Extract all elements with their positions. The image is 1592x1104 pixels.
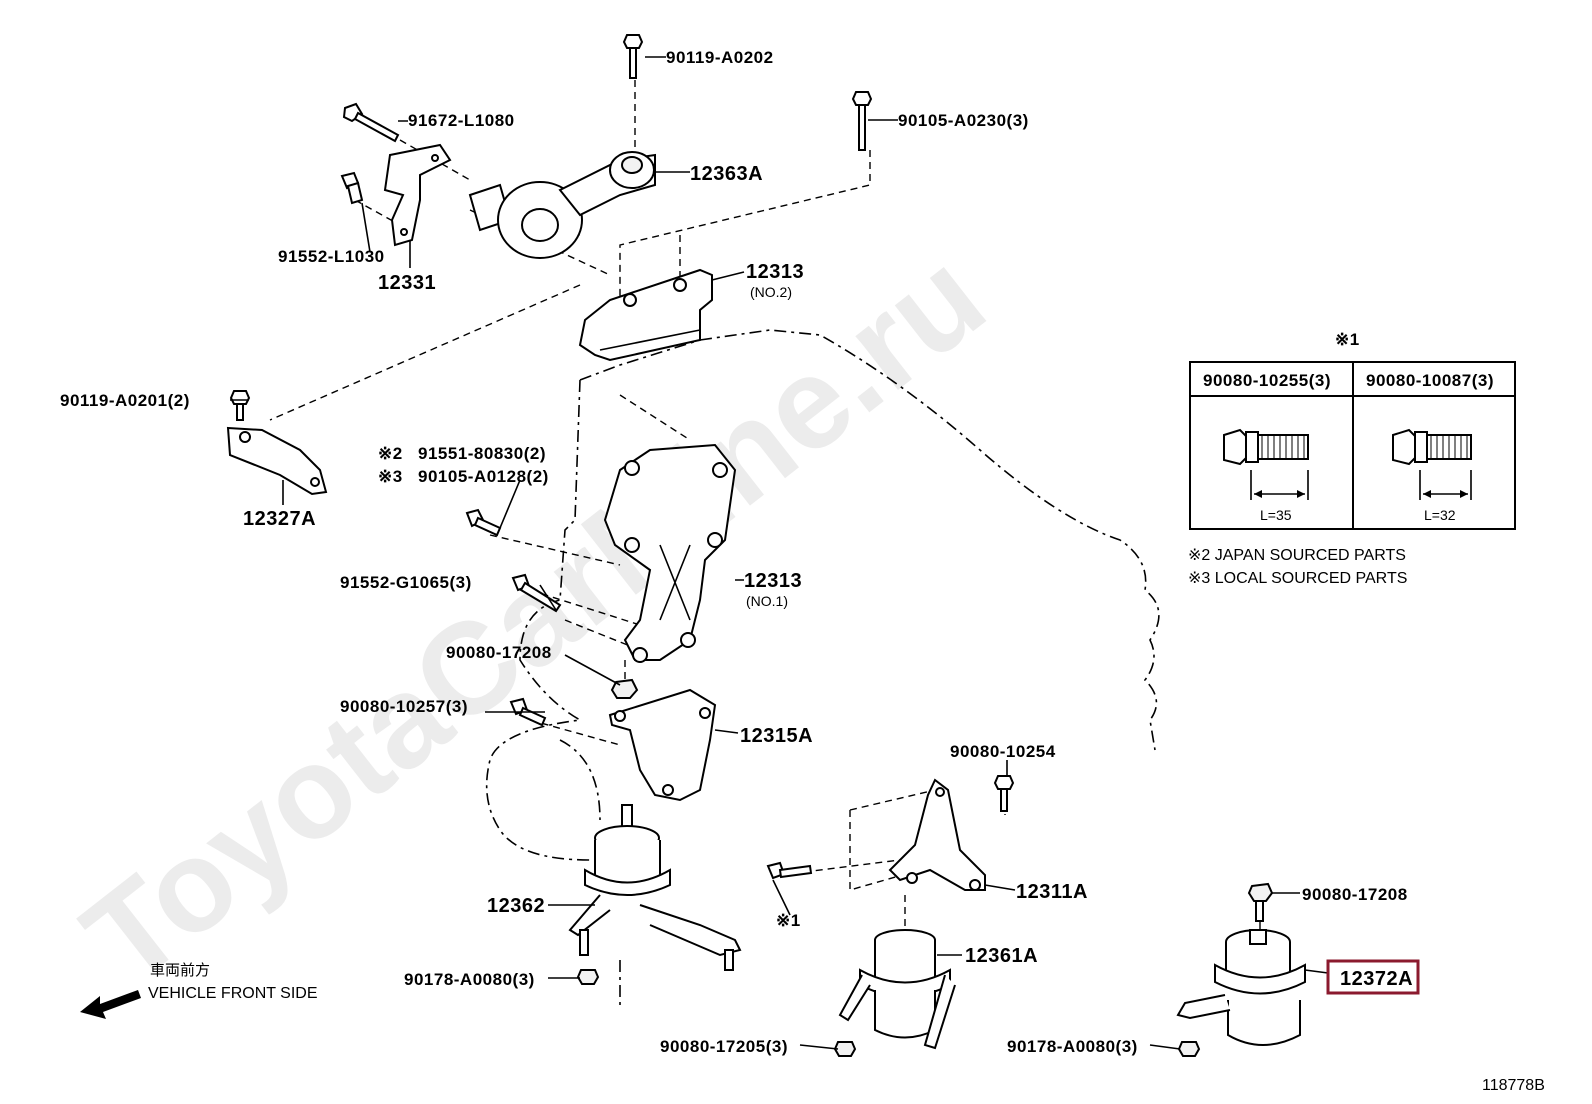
bolt-90119-A0201 [229,390,251,421]
label-12361A: 12361A [965,945,1038,967]
mark-1: ※1 [776,911,801,930]
watermark-text: ToyotaCarMine.ru [57,223,1010,1012]
figure-id: 118778B [1482,1077,1545,1094]
assembly-lines-lower [779,789,1261,935]
label-91552-L1030: 91552-L1030 [278,247,385,266]
bracket-12315A [608,688,717,802]
vehicle-front-indicator: 車両前方 VEHICLE FRONT SIDE [80,962,318,1019]
label-12363A: 12363A [690,163,763,185]
mark-1-table: ※1 [1335,330,1360,349]
label-91551-80830: 91551-80830(2) [418,444,546,463]
bolt-91552-L1030 [340,171,364,205]
label-12315A: 12315A [740,725,813,747]
label-12313-no2: 12313 [746,261,804,283]
bracket-12313-no2 [578,268,713,362]
bolt-90080-17208-lower [1247,882,1274,922]
label-12372A[interactable]: 12372A [1340,968,1413,990]
label-90080-10254: 90080-10254 [950,742,1056,761]
label-90178-A0080-right: 90178-A0080(3) [1007,1037,1138,1056]
bolt-90119-A0202 [622,34,644,79]
bolt-mark1 [766,861,813,880]
label-90105-A0230: 90105-A0230(3) [898,111,1029,130]
label-12362: 12362 [487,895,545,917]
label-12313-no2-sub: (NO.2) [750,284,792,300]
front-arrow-icon [80,990,141,1019]
mount-12361A [838,929,956,1050]
table-length-col1: L=35 [1260,507,1292,523]
label-91672-L1080: 91672-L1080 [408,111,515,130]
stay-12327A [226,426,328,496]
transaxle-outline [485,339,701,1010]
table-header-col2: 90080-10087(3) [1366,371,1494,390]
bolt-90105-A0230 [851,91,873,151]
label-12327A: 12327A [243,508,316,530]
bracket-12311A [888,778,986,891]
label-12331: 12331 [378,272,436,294]
label-90105-A0128: 90105-A0128(2) [418,467,549,486]
mount-12372A [1176,929,1306,1046]
bolt-length-table: ※1 90080-10255(3) 90080-10087(3) L=35 L=… [1189,330,1516,530]
direction-label-en: VEHICLE FRONT SIDE [148,985,318,1002]
label-91552-G1065: 91552-G1065(3) [340,573,472,592]
leader-lines [230,56,1329,1050]
bolt-icon-col2 [1392,428,1472,500]
label-90080-10257: 90080-10257(3) [340,697,468,716]
label-90119-A0202: 90119-A0202 [666,48,774,67]
nut-90178-A0080-left [576,969,600,985]
mount-12362 [568,804,742,971]
label-90080-17208-lower: 90080-17208 [1302,885,1408,904]
label-90080-17208-upper: 90080-17208 [446,643,552,662]
label-90119-A0201: 90119-A0201(2) [60,391,190,410]
note-local-sourced: ※3 LOCAL SOURCED PARTS [1188,570,1407,587]
mark-3: ※3 [378,467,403,486]
bracket-12313-no1 [603,443,737,663]
engine-outline [699,329,1160,751]
label-12313-no1: 12313 [744,570,802,592]
assembly-lines-middle [489,394,691,746]
nut-90178-A0080-right [1177,1041,1201,1057]
mark-2: ※2 [378,444,403,463]
bolt-90080-10254 [993,775,1015,812]
direction-label-jp: 車両前方 [150,962,210,979]
bolt-icon-col1 [1223,428,1309,500]
table-header-col1: 90080-10255(3) [1203,371,1331,390]
note-japan-sourced: ※2 JAPAN SOURCED PARTS [1188,547,1406,564]
label-12313-no1-sub: (NO.1) [746,593,788,609]
bolt-91672-L1080 [342,102,400,143]
label-12311A: 12311A [1016,881,1088,903]
table-length-col2: L=32 [1424,507,1456,523]
label-90178-A0080-left: 90178-A0080(3) [404,970,535,989]
highlight-box-12372A [1326,959,1420,995]
bolt-91551-80830 [465,508,502,537]
label-90080-17205: 90080-17205(3) [660,1037,788,1056]
bracket-12331 [383,143,452,247]
mount-12363A [468,151,656,259]
